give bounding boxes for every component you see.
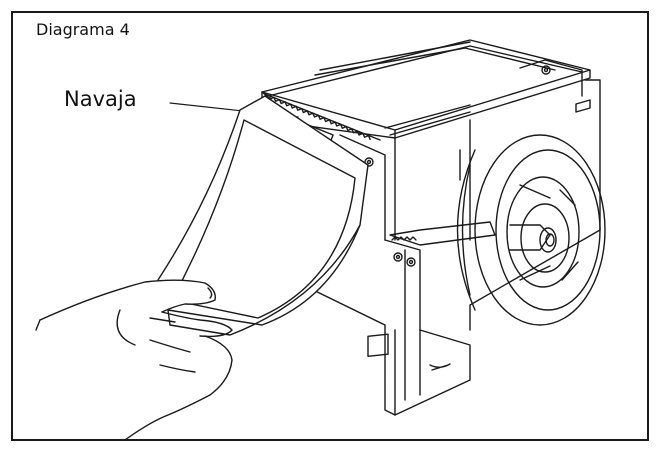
tape-roll xyxy=(458,135,606,325)
tape-hub xyxy=(510,225,556,252)
dispenser-top-plate xyxy=(262,40,590,138)
lower-tape-guide xyxy=(390,222,495,245)
rear-bracket xyxy=(520,60,590,112)
diagram-title: Diagrama 4 xyxy=(36,20,130,39)
bracket-screw xyxy=(542,66,550,74)
dispenser-base xyxy=(368,325,470,415)
hand-illustration xyxy=(36,280,232,440)
callout-label-blade: Navaja xyxy=(64,87,137,111)
tape-sheet xyxy=(158,96,368,335)
